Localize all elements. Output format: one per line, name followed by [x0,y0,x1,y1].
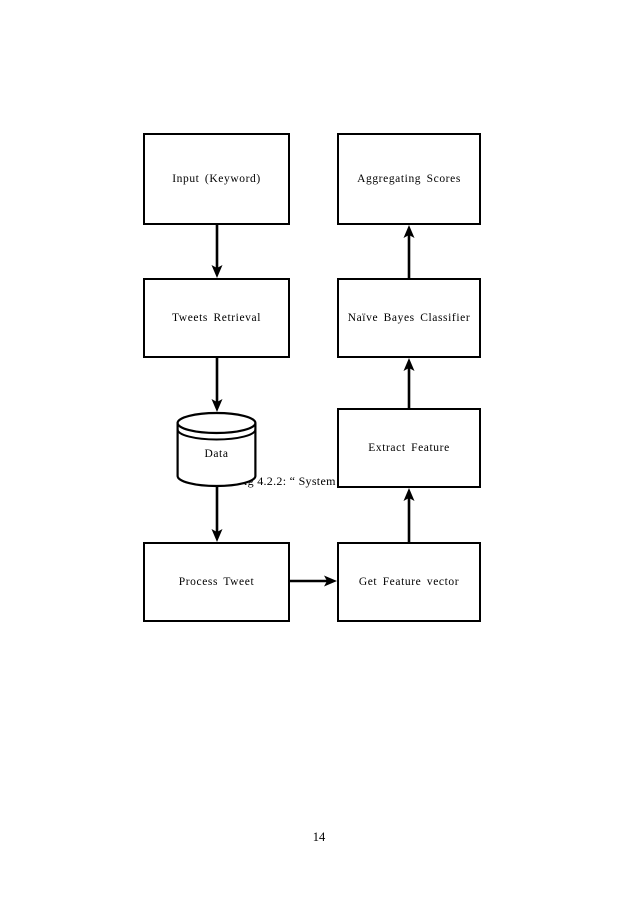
edge-tweets-to-data [203,358,231,412]
node-naive-bayes-classifier: Naïve Bayes Classifier [337,278,481,358]
edge-naive-bayes-to-aggregating [395,225,423,278]
node-data-datastore-label: Data [204,447,229,460]
edge-input-to-tweets [203,225,231,278]
node-aggregating-scores: Aggregating Scores [337,133,481,225]
node-naive-bayes-classifier-label: Naïve Bayes Classifier [347,311,471,324]
node-extract-feature-label: Extract Feature [368,441,450,454]
node-tweets-retrieval: Tweets Retrieval [143,278,290,358]
node-data-datastore: Data [176,411,257,488]
figure-caption: Fig 4.2.2: “ System [237,474,336,488]
edge-process-to-get-feature-vector [290,567,337,595]
page-number: 14 [312,830,326,844]
node-aggregating-scores-label: Aggregating Scores [357,172,461,185]
node-input-keyword: Input (Keyword) [143,133,290,225]
node-tweets-retrieval-label: Tweets Retrieval [171,311,262,324]
edge-data-to-process [203,487,231,542]
node-extract-feature: Extract Feature [337,408,481,488]
edge-extract-to-naive-bayes [395,358,423,408]
node-process-tweet-label: Process Tweet [178,575,255,588]
node-process-tweet: Process Tweet [143,542,290,622]
node-get-feature-vector: Get Feature vector [337,542,481,622]
node-input-keyword-label: Input (Keyword) [172,172,261,185]
cylinder-shape-icon [176,411,257,488]
node-get-feature-vector-label: Get Feature vector [358,575,460,588]
edge-get-feature-vector-to-extract [395,488,423,542]
